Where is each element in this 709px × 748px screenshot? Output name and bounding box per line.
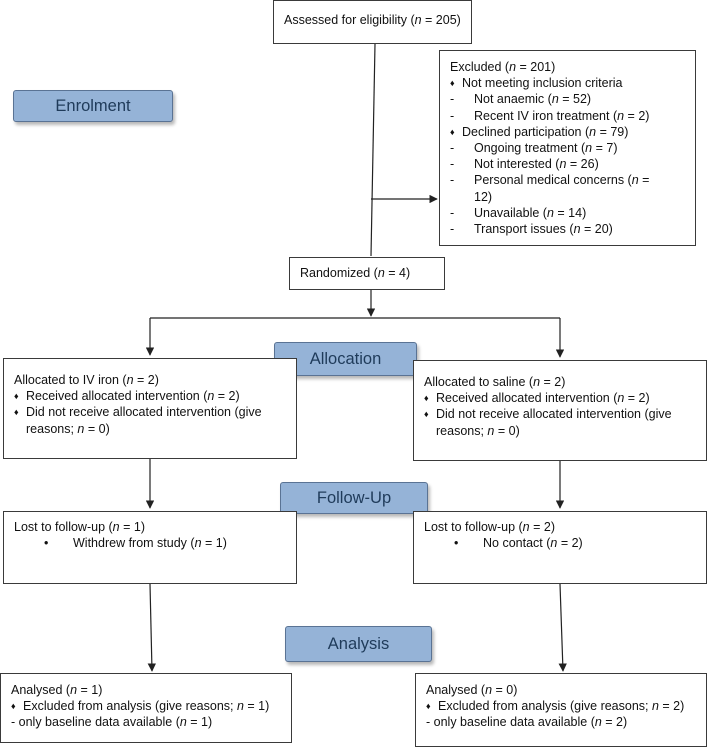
stage-enrolment: Enrolment [13,90,173,122]
excluded-box: Excluded (n = 201) Not meeting inclusion… [439,50,696,246]
iron-received: Received allocated intervention (n = 2) [14,388,290,404]
connector-iron-analysed [147,583,157,672]
stage-allocation: Allocation [274,342,417,376]
no-contact: No contact (n = 2) [424,535,700,551]
iron-baseline-only: - only baseline data available (n = 1) [11,715,213,730]
assessed-box: Assessed for eligibility (n = 205) [273,0,472,44]
personal-medical-concerns: Personal medical concerns (n = 12) [450,172,669,204]
allocated-iron-title: Allocated to IV iron (n = 2) [14,373,159,387]
saline-not-received: Did not receive allocated intervention (… [424,406,700,438]
lost-saline-box: Lost to follow-up (n = 2) No contact (n … [413,511,707,584]
saline-excluded-analysis: Excluded from analysis (give reasons; n … [426,698,702,714]
allocated-saline-box: Allocated to saline (n = 2) Received all… [413,360,707,461]
stage-follow-up: Follow-Up [280,482,428,514]
connector-saline-analysed [558,583,567,672]
lost-saline-title: Lost to follow-up (n = 2) [424,520,555,534]
connector-assessed-randomized [370,43,376,257]
saline-received: Received allocated intervention (n = 2) [424,390,700,406]
stage-analysis: Analysis [285,626,432,662]
assessed-text: Assessed for eligibility (n = 205) [284,13,461,27]
iron-not-received: Did not receive allocated intervention (… [14,404,290,436]
allocated-iron-box: Allocated to IV iron (n = 2) Received al… [3,358,297,459]
not-meeting-criteria: Not meeting inclusion criteria [450,75,689,91]
recent-iv-iron: Recent IV iron treatment (n = 2) [450,108,689,124]
analysed-saline-box: Analysed (n = 0) Excluded from analysis … [415,673,707,747]
iron-excluded-analysis: Excluded from analysis (give reasons; n … [11,698,287,714]
not-anaemic: Not anaemic (n = 52) [450,91,689,107]
lost-iron-title: Lost to follow-up (n = 1) [14,520,145,534]
ongoing-treatment: Ongoing treatment (n = 7) [450,140,689,156]
unavailable: Unavailable (n = 14) [450,205,689,221]
lost-iron-box: Lost to follow-up (n = 1) Withdrew from … [3,511,297,584]
saline-baseline-only: - only baseline data available (n = 2) [426,715,628,730]
excluded-title: Excluded (n = 201) [450,60,556,74]
analysed-iron-box: Analysed (n = 1) Excluded from analysis … [0,673,292,743]
analysed-saline-title: Analysed (n = 0) [426,683,518,697]
randomized-box: Randomized (n = 4) [289,257,445,290]
allocated-saline-title: Allocated to saline (n = 2) [424,375,566,389]
randomized-text: Randomized (n = 4) [300,266,411,280]
declined-participation: Declined participation (n = 79) [450,124,689,140]
transport-issues: Transport issues (n = 20) [450,221,689,237]
analysed-iron-title: Analysed (n = 1) [11,683,103,697]
not-interested: Not interested (n = 26) [450,156,689,172]
withdrew-from-study: Withdrew from study (n = 1) [14,535,290,551]
